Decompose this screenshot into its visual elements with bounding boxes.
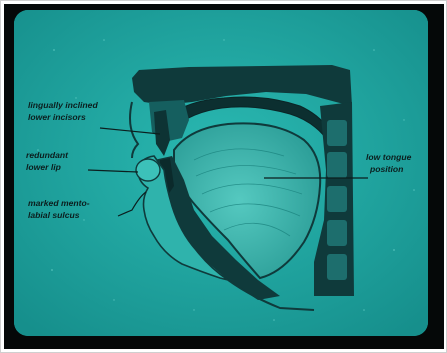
diagram-slide: lingually inclined lower incisors redund… [14,10,428,336]
label-lingually-inclined-line2: lower incisors [28,112,86,122]
lower-lip-bulge [136,159,160,181]
slide-mount: lingually inclined lower incisors redund… [4,4,444,349]
label-low-tongue-line1: low tongue [366,152,412,162]
label-marked-line2: labial sulcus [28,210,80,220]
label-marked-line1: marked mento- [28,198,90,208]
vertebrae [327,120,347,280]
label-lingually-inclined-line1: lingually inclined [28,100,98,110]
label-redundant-line2: lower lip [26,162,61,172]
sagittal-section-diagram: lingually inclined lower incisors redund… [14,10,428,336]
label-redundant-line1: redundant [26,150,69,160]
label-low-tongue-line2: position [369,164,403,174]
